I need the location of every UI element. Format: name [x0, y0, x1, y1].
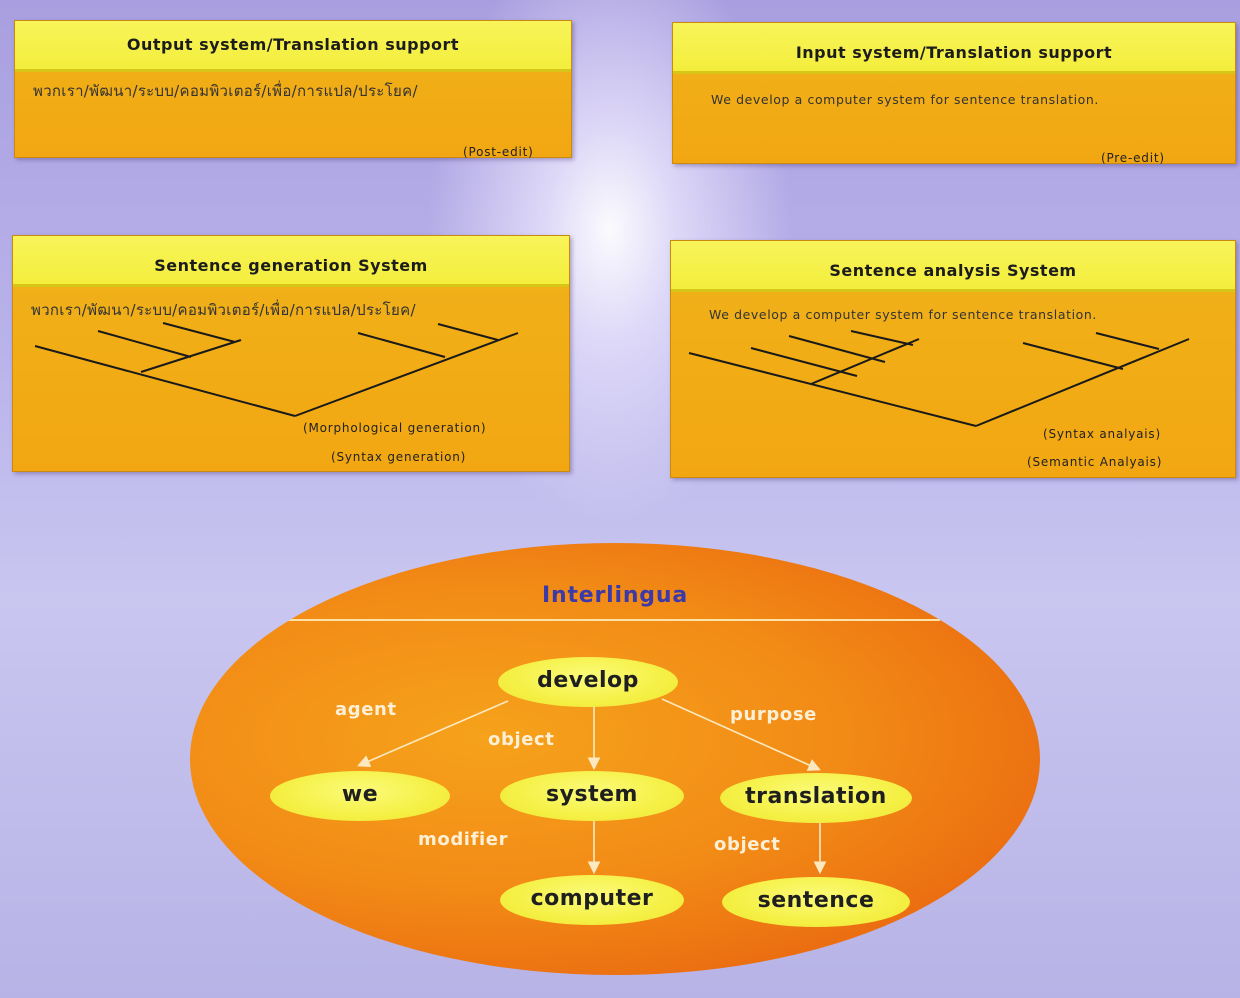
node-develop: develop	[498, 657, 678, 707]
relation-agent: agent	[335, 699, 397, 720]
post-edit-label: (Post-edit)	[463, 145, 534, 159]
relation-purpose: purpose	[730, 704, 817, 725]
syntax-analysis-label: (Syntax analyais)	[1043, 427, 1161, 441]
node-we: we	[270, 771, 450, 821]
generation-header: Sentence generation System	[13, 236, 569, 287]
interlingua-divider	[285, 619, 940, 621]
generation-title: Sentence generation System	[154, 256, 428, 275]
morphological-generation-label: (Morphological generation)	[303, 421, 487, 435]
semantic-analysis-label: (Semantic Analyais)	[1027, 455, 1163, 469]
interlingua-arrows	[357, 698, 827, 875]
input-system-title: Input system/Translation support	[795, 43, 1113, 62]
node-computer: computer	[500, 875, 684, 925]
analysis-header: Sentence analysis System	[671, 241, 1235, 292]
input-english-sentence: We develop a computer system for sentenc…	[711, 92, 1100, 107]
input-system-panel: Input system/Translation support We deve…	[672, 22, 1236, 165]
input-system-header: Input system/Translation support	[673, 23, 1235, 74]
interlingua-title: Interlingua	[542, 583, 688, 608]
analysis-title: Sentence analysis System	[829, 261, 1077, 280]
relation-object-sentence: object	[714, 834, 781, 855]
sentence-generation-panel: Sentence generation System พวกเรา/พัฒนา/…	[12, 235, 570, 472]
analysis-english-sentence: We develop a computer system for sentenc…	[709, 307, 1098, 322]
relation-modifier: modifier	[418, 829, 509, 850]
generation-parse-tree	[34, 322, 519, 417]
node-system: system	[500, 771, 684, 821]
output-thai-sentence: พวกเรา/พัฒนา/ระบบ/คอมพิวเตอร์/เพื่อ/การแ…	[33, 82, 418, 100]
pre-edit-label: (Pre-edit)	[1101, 151, 1165, 165]
output-system-header: Output system/Translation support	[15, 21, 571, 72]
output-system-panel: Output system/Translation support พวกเรา…	[14, 20, 572, 159]
generation-thai-sentence: พวกเรา/พัฒนา/ระบบ/คอมพิวเตอร์/เพื่อ/การแ…	[31, 301, 416, 319]
interlingua-ellipse: Interlingua develop we system translatio…	[190, 543, 1040, 975]
node-translation: translation	[720, 773, 912, 823]
sentence-analysis-panel: Sentence analysis System We develop a co…	[670, 240, 1236, 478]
syntax-generation-label: (Syntax generation)	[331, 450, 467, 464]
output-system-title: Output system/Translation support	[126, 35, 460, 54]
relation-object: object	[488, 729, 555, 750]
analysis-parse-tree	[688, 330, 1190, 427]
node-sentence: sentence	[722, 877, 910, 927]
